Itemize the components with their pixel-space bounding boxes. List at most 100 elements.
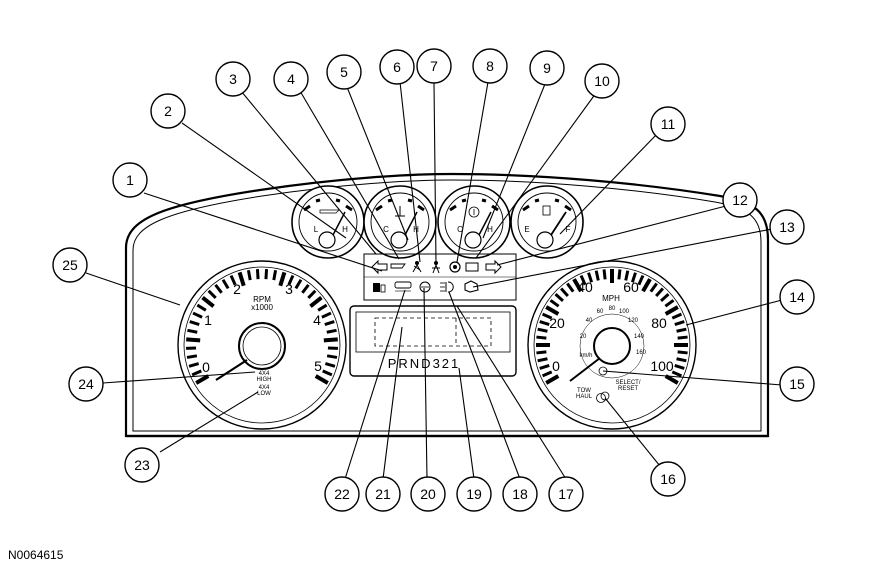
seatbelt-icon — [412, 261, 422, 273]
tach-tick — [214, 283, 223, 294]
callout-5: 5 — [326, 54, 362, 90]
speedo-tick — [545, 305, 560, 316]
speedo-tick — [541, 370, 553, 378]
mph-number-40: 40 — [577, 279, 593, 295]
speedo-tick — [624, 270, 630, 281]
callout-19: 19 — [456, 476, 492, 512]
oil-pressure-needle-hub — [318, 231, 336, 249]
svg-text:10: 10 — [594, 73, 610, 89]
speedo-tick — [671, 312, 683, 320]
kmh-number-60: 60 — [597, 309, 604, 315]
warning-light-panel — [363, 253, 517, 301]
svg-text:7: 7 — [430, 58, 438, 74]
four-by-four-high-bottom: HIGH — [257, 377, 272, 383]
svg-text:16: 16 — [660, 471, 676, 487]
rpm-label: RPM — [253, 295, 271, 304]
speedo-tick — [541, 312, 553, 320]
callout-21: 21 — [365, 476, 401, 512]
tach-tick — [326, 354, 338, 359]
svg-text:8: 8 — [486, 58, 494, 74]
svg-text:18: 18 — [512, 486, 528, 502]
four-by-four-low-bottom: LOW — [257, 391, 271, 397]
check-engine-icon — [464, 280, 479, 293]
speedo-tick — [579, 274, 587, 286]
callout-6: 6 — [379, 49, 415, 85]
speedo-tick — [676, 357, 687, 363]
svg-text:19: 19 — [466, 486, 482, 502]
callout-4: 4 — [273, 61, 309, 97]
tow-haul-label-top: TOW — [577, 388, 591, 394]
speedo-tick — [539, 320, 550, 327]
speedo-needle — [569, 357, 601, 382]
speedo-tick — [602, 269, 607, 280]
speedo-tick — [536, 350, 547, 355]
callout-12: 12 — [722, 182, 758, 218]
speedo-tick — [572, 278, 583, 293]
callout-16: 16 — [650, 461, 686, 497]
fuel-full-label: F — [566, 225, 571, 234]
mph-number-20: 20 — [549, 315, 565, 331]
four-by-four-high-top: 4X4 — [259, 371, 270, 377]
callout-17: 17 — [548, 476, 584, 512]
speedo-tick — [664, 305, 679, 316]
figure-code: N0064615 — [8, 548, 64, 562]
speedo-tick — [655, 287, 664, 297]
speedo-tick — [560, 287, 569, 297]
tachometer-ticks — [186, 269, 338, 385]
svg-text:13: 13 — [779, 219, 795, 235]
trans-temp-cold-label: C — [457, 225, 463, 234]
svg-text:11: 11 — [661, 116, 676, 132]
oil-pressure-low-label: L — [314, 225, 319, 234]
speedometer-ticks — [536, 269, 688, 385]
svg-text:23: 23 — [134, 457, 150, 473]
callout-3: 3 — [215, 61, 251, 97]
message-center-display: PRND321 — [349, 305, 517, 377]
callout-22: 22 — [324, 476, 360, 512]
select-reset-label-top: SELECT/ — [615, 380, 640, 386]
engine-temp-gauge: C H — [363, 185, 437, 259]
svg-text:5: 5 — [340, 64, 348, 80]
mph-number-100: 100 — [650, 358, 674, 374]
transmission-temp-gauge: C H — [437, 185, 511, 259]
tach-tick — [314, 374, 329, 385]
callout-15: 15 — [779, 366, 815, 402]
speedo-tick — [554, 293, 564, 302]
tach-tick — [191, 369, 202, 377]
anti-lock-brake-icon — [419, 281, 431, 293]
engine-temp-cold-label: C — [383, 225, 389, 234]
tach-number-4: 4 — [313, 312, 321, 328]
tach-tick — [192, 311, 203, 319]
callout-9: 9 — [529, 50, 565, 86]
svg-text:22: 22 — [334, 486, 350, 502]
brake-warning-icon — [449, 261, 461, 273]
callout-13: 13 — [769, 209, 805, 245]
mph-number-0: 0 — [552, 358, 560, 374]
tach-tick — [317, 303, 328, 312]
mph-number-60: 60 — [623, 279, 639, 295]
speedo-tick — [587, 272, 594, 283]
transmission-temp-icon — [468, 206, 480, 218]
speedo-tick — [637, 274, 645, 286]
svg-text:4: 4 — [287, 71, 295, 87]
tach-tick — [324, 362, 336, 368]
svg-text:25: 25 — [62, 257, 78, 273]
callout-20: 20 — [410, 476, 446, 512]
callout-1: 1 — [112, 162, 148, 198]
kmh-number-20: 20 — [580, 334, 587, 340]
four-wheel-drive-icon — [394, 281, 412, 292]
leader-lines — [85, 81, 783, 480]
oil-pressure-high-label: H — [342, 225, 348, 234]
kmh-number-80: 80 — [609, 306, 616, 312]
tach-number-3: 3 — [285, 281, 293, 297]
tach-number-2: 2 — [233, 281, 241, 297]
callout-labels: 1 2 3 4 5 6 7 8 9 10 11 12 13 14 15 16 1… — [52, 48, 815, 512]
tach-number-1: 1 — [204, 312, 212, 328]
speedo-center-hub — [593, 327, 631, 365]
speedo-tick — [641, 278, 652, 293]
callout-18: 18 — [502, 476, 538, 512]
callout-25: 25 — [52, 247, 88, 283]
speedo-tick — [664, 374, 679, 385]
thermometer-icon — [395, 206, 405, 217]
fuel-empty-label: E — [524, 225, 529, 234]
svg-text:14: 14 — [789, 289, 805, 305]
